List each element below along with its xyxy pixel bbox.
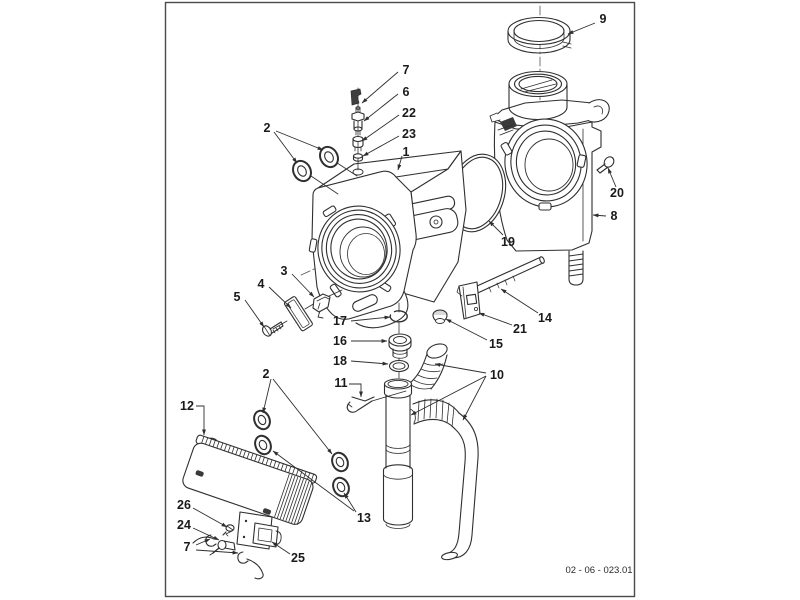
part-number-16: 16 (333, 334, 347, 348)
igniter-electrode-stack (350, 87, 365, 171)
sight-glass-group (261, 289, 343, 337)
part-number-6: 6 (403, 85, 410, 99)
leader-line-7 (361, 71, 399, 104)
drawing-frame (164, 1, 636, 598)
leader-line-14 (500, 288, 539, 314)
part-number-10: 10 (490, 368, 504, 382)
part-number-7: 7 (403, 63, 410, 77)
part-number-4: 4 (258, 277, 265, 291)
part-number-12: 12 (180, 399, 194, 413)
callout-layer: 7622231292081934517161811142115102121326… (177, 12, 624, 565)
leader-line-20 (607, 167, 617, 188)
leader-line-24 (192, 527, 220, 541)
part-number-1: 1 (403, 145, 410, 159)
leader-line-22 (361, 114, 400, 142)
part-number-21: 21 (513, 322, 527, 336)
leader-line-10 (434, 363, 487, 374)
grommets-2-13-lower (253, 409, 350, 498)
part-number-5: 5 (234, 290, 241, 304)
part-number-23: 23 (402, 127, 416, 141)
part-number-26: 26 (177, 498, 191, 512)
leader-line-2 (272, 378, 333, 455)
electrode-bracket-group (432, 256, 545, 324)
leader-line-2 (275, 130, 324, 151)
part-number-14: 14 (538, 311, 552, 325)
drawing-code: 02 - 06 - 023.01 (565, 565, 632, 576)
leader-line-3 (291, 273, 315, 298)
leader-line-11 (349, 383, 363, 398)
part-number-7: 7 (184, 540, 191, 554)
part-number-19: 19 (501, 235, 515, 249)
part-number-13: 13 (357, 511, 371, 525)
part-number-8: 8 (611, 209, 618, 223)
part-number-18: 18 (333, 354, 347, 368)
sensor-plate-group (192, 511, 282, 580)
leader-line-25 (271, 541, 291, 555)
leader-line-8 (592, 213, 607, 218)
leader-line-12 (196, 405, 206, 436)
part-number-25: 25 (291, 551, 305, 565)
leader-line-7 (195, 549, 239, 555)
part-number-15: 15 (489, 337, 503, 351)
leader-line-10 (462, 375, 487, 421)
leader-line-15 (445, 318, 488, 341)
part-number-3: 3 (281, 264, 288, 278)
leader-line-23 (362, 135, 400, 157)
part-number-22: 22 (402, 106, 416, 120)
leader-line-21 (478, 312, 513, 326)
leader-line-10 (410, 375, 487, 416)
part-number-17: 17 (333, 314, 347, 328)
leader-line-13 (343, 492, 357, 513)
heat-exchanger-12 (182, 434, 318, 525)
leader-line-19 (488, 220, 504, 236)
part-number-2: 2 (264, 121, 271, 135)
burner-housing-1 (308, 150, 467, 329)
drain-fitting-group (346, 302, 412, 413)
leader-line-13 (272, 450, 355, 512)
part-number-9: 9 (600, 12, 607, 26)
leader-line-6 (363, 93, 399, 122)
fan-housing-8 (489, 70, 615, 286)
leader-line-7 (195, 538, 211, 546)
leader-line-2 (273, 131, 298, 164)
clamp-ring-9 (507, 16, 572, 54)
part-number-2: 2 (263, 367, 270, 381)
leader-line-5 (244, 299, 265, 328)
leader-line-26 (192, 507, 228, 528)
leader-line-1 (397, 155, 403, 171)
leader-line-2 (262, 378, 272, 414)
part-number-11: 11 (334, 376, 347, 390)
leader-line-18 (350, 360, 389, 366)
leader-line-17 (350, 315, 391, 322)
part-number-20: 20 (610, 186, 624, 200)
screw-20 (596, 156, 615, 174)
leader-line-4 (268, 286, 292, 309)
siphon-and-pipes-10 (382, 343, 479, 561)
leader-line-9 (567, 22, 596, 35)
part-number-24: 24 (177, 518, 191, 532)
